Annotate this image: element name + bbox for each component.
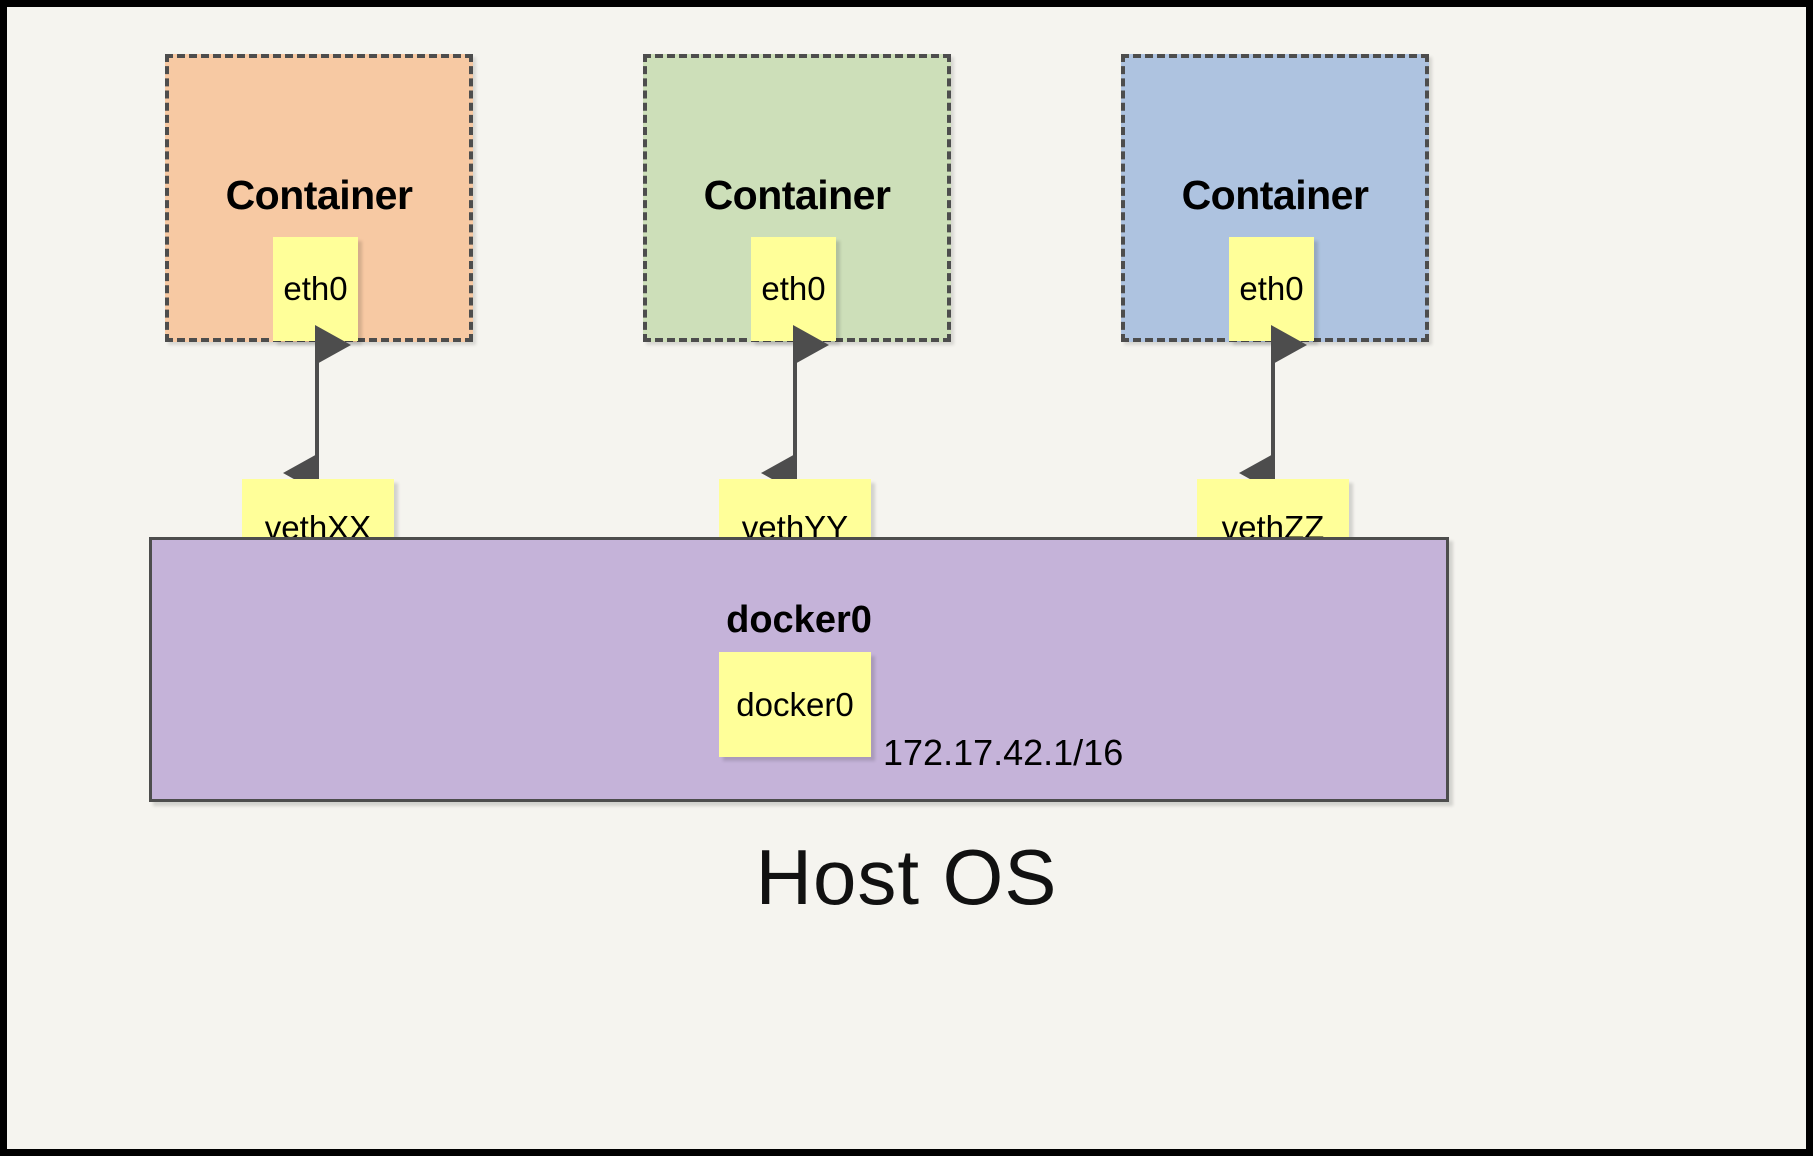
container-eth0-2[interactable]: eth0 bbox=[751, 237, 836, 341]
container-title-3: Container bbox=[1181, 172, 1369, 218]
link-arrow-3 bbox=[1239, 325, 1307, 493]
host-os-title: Host OS bbox=[755, 833, 1058, 921]
container-title-1: Container bbox=[225, 172, 413, 218]
container-eth0-1[interactable]: eth0 bbox=[273, 237, 358, 341]
link-arrow-1 bbox=[283, 325, 351, 493]
container-title-2: Container bbox=[703, 172, 891, 218]
link-arrow-2 bbox=[761, 325, 829, 493]
docker0-ip-address: 172.17.42.1/16 bbox=[883, 732, 1124, 773]
docker0-interface-box[interactable]: docker0 bbox=[719, 652, 871, 757]
docker0-bridge-label: docker0 bbox=[726, 599, 872, 641]
container-eth0-3[interactable]: eth0 bbox=[1229, 237, 1314, 341]
